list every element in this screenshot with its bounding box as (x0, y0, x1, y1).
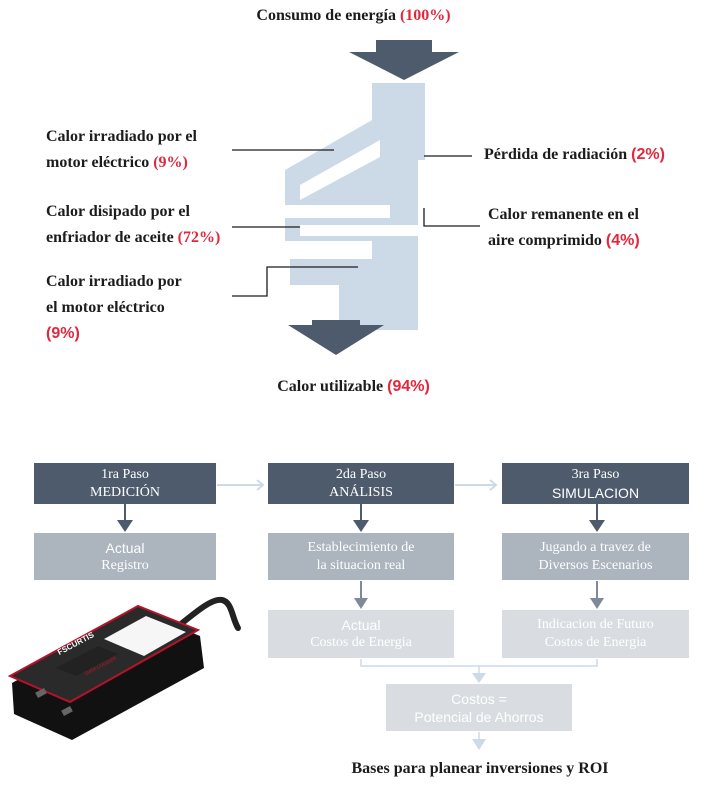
sub1-line1: Actual (105, 539, 145, 556)
label-left2-line2: enfriador de aceite (46, 229, 174, 246)
arrowhead-final (472, 739, 486, 750)
input-arrow (349, 40, 459, 80)
arrowhead-step2 (353, 520, 369, 532)
step1-line1: 1ra Paso (101, 466, 149, 482)
sub2-line2: la situacion real (316, 557, 406, 573)
res2-line1: Actual (341, 617, 381, 633)
output-label: Calor utilizable (94%) (0, 374, 707, 400)
connector-2-3-head (489, 479, 498, 491)
label-right2-line2: aire comprimido (488, 232, 602, 249)
conclusion-text: Bases para planear inversiones y ROI (351, 760, 609, 777)
flow-gap-upper (300, 140, 380, 200)
res2-line2: Costos de Energia (310, 635, 412, 650)
arrowhead-merge (472, 673, 486, 683)
step1-box: 1ra Paso MEDICIÓN (34, 463, 216, 504)
label-right2-pct: (4%) (605, 232, 640, 249)
arrowhead-sub2 (354, 598, 368, 609)
merge-line (360, 659, 598, 667)
step3-line2: SIMULACION (551, 484, 640, 501)
arrowhead-sub3 (590, 598, 604, 609)
output-label-pct: (94%) (387, 378, 430, 395)
conclusion-label: Bases para planear inversiones y ROI (300, 756, 660, 782)
main-flow-band (285, 83, 425, 330)
label-left2-pct: (72%) (177, 229, 221, 246)
step2-box: 2da Paso ANÁLISIS (268, 463, 454, 504)
step3-line1: 3ra Paso (571, 466, 620, 482)
input-label-pct: (100%) (399, 7, 451, 24)
res3-line2: Costos de Energia (544, 635, 647, 650)
step2-line1: 2da Paso (335, 466, 387, 482)
res3-line1: Indicacion de Futuro (537, 617, 654, 632)
output-label-text: Calor utilizable (277, 378, 384, 395)
step2-line2: ANÁLISIS (329, 484, 393, 500)
label-left2-line1: Calor disipado por el (46, 203, 190, 220)
label-left1-pct: (9%) (153, 154, 188, 171)
label-left3: Calor irradiado por el motor eléctrico (… (46, 269, 236, 347)
leader-left3 (232, 266, 358, 297)
label-left3-line1: Calor irradiado por (46, 273, 182, 290)
input-label: Consumo de energía (100%) (0, 3, 707, 29)
sub3-line1: Jugando a travez de (540, 539, 651, 555)
label-right2: Calor remanente en el aire comprimido (4… (488, 202, 703, 254)
label-left1-line1: Calor irradiado por el (46, 128, 197, 145)
arrowhead-step3 (589, 520, 605, 532)
step1-line2: MEDICIÓN (90, 484, 160, 500)
sub2-line1: Establecimiento de (307, 539, 415, 555)
step3-box: 3ra Paso SIMULACION (502, 463, 689, 504)
label-left2: Calor disipado por el enfriador de aceit… (46, 199, 236, 251)
label-left3-pct: (9%) (46, 325, 80, 342)
sub2-box: Establecimiento de la situacion real (268, 533, 454, 580)
label-right1-pct: (2%) (631, 146, 665, 163)
connector-1-2-head (256, 479, 265, 491)
output-arrow (288, 320, 384, 355)
label-right1: Pérdida de radiación (2%) (484, 142, 704, 168)
label-right2-line1: Calor remanente en el (488, 206, 639, 223)
leader-right2 (423, 208, 480, 227)
label-right1-text: Pérdida de radiación (484, 146, 628, 163)
label-left3-line2: el motor eléctrico (46, 299, 165, 316)
res2-box: Actual Costos de Energia (268, 610, 454, 658)
res3-box: Indicacion de Futuro Costos de Energia (502, 610, 689, 658)
flow-gap-lower (300, 225, 418, 236)
data-logger-device (7, 596, 241, 740)
label-left1-line2: motor eléctrico (46, 154, 150, 171)
input-label-text: Consumo de energía (256, 7, 396, 24)
sub1-box: Actual Registro (34, 533, 216, 580)
label-left1: Calor irradiado por el motor eléctrico (… (46, 124, 236, 176)
sub3-line2: Diversos Escenarios (538, 557, 653, 573)
arrowhead-step1 (117, 520, 133, 532)
final-line1: Costos = (451, 690, 507, 707)
sub3-box: Jugando a travez de Diversos Escenarios (502, 533, 689, 580)
final-box: Costos = Potencial de Ahorros (386, 684, 572, 731)
final-line2: Potencial de Ahorros (414, 708, 544, 725)
sub1-line2: Registro (101, 557, 149, 573)
